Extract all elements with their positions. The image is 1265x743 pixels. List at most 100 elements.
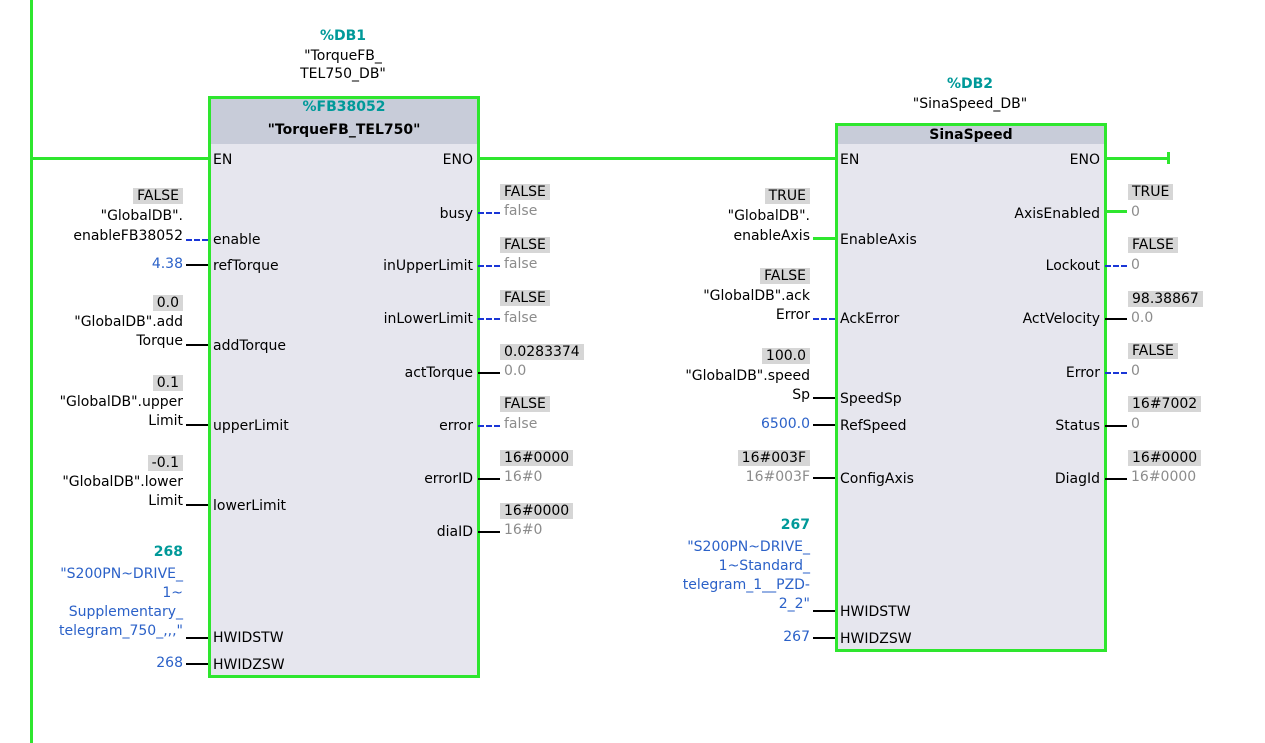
fb2-diagid-value: 16#0000 — [1128, 450, 1202, 466]
fb2-configaxis-wire — [813, 477, 835, 479]
fb2-lockout-value: FALSE — [1128, 237, 1178, 253]
fb2-hwidstw-tag-3[interactable]: telegram_1__PZD- — [682, 577, 810, 593]
fb1-lowerlimit-tag-2[interactable]: Limit — [148, 493, 183, 509]
fb2-db-name[interactable]: "SinaSpeed_DB" — [912, 96, 1028, 112]
fb2-enableaxis-tag-2[interactable]: enableAxis — [733, 228, 810, 244]
fb2-refspeed-value[interactable]: 6500.0 — [761, 416, 810, 432]
fb1-upperlimit-tag-2[interactable]: Limit — [148, 413, 183, 429]
fb1-busy-value: FALSE — [500, 184, 550, 200]
fb2-hwidzsw-pin[interactable]: HWIDZSW — [840, 631, 912, 647]
fb2-enableaxis-wire — [813, 237, 835, 240]
fb2-actvelocity-pin[interactable]: ActVelocity — [1022, 311, 1100, 327]
fb2-hwidstw-tag-4[interactable]: 2_2" — [778, 596, 810, 612]
fb1-db-name-line1[interactable]: "TorqueFB_ — [304, 48, 382, 64]
fb1-hwidstw-tag-1[interactable]: "S200PN~DRIVE_ — [60, 566, 183, 582]
fb1-enable-pin[interactable]: enable — [213, 232, 261, 248]
fb2-hwidstw-tag-2[interactable]: 1~Standard_ — [718, 558, 810, 574]
fb2-title: SinaSpeed — [838, 126, 1104, 144]
fb2-hwidzsw-value[interactable]: 267 — [783, 629, 810, 645]
fb2-ackerror-wire — [813, 318, 835, 320]
fb1-inupperlimit-value: FALSE — [500, 237, 550, 253]
fb2-configaxis-pin[interactable]: ConfigAxis — [840, 471, 914, 487]
fb2-status-wire — [1105, 425, 1127, 427]
fb2-actvelocity-wire — [1105, 318, 1127, 320]
fb1-inupperlimit-pin[interactable]: inUpperLimit — [383, 258, 473, 274]
fb1-inlowerlimit-value: FALSE — [500, 290, 550, 306]
fb2-axisenabled-pin[interactable]: AxisEnabled — [1014, 206, 1100, 222]
fb2-axisenabled-wire — [1105, 210, 1127, 213]
fb1-hwidstw-value[interactable]: 268 — [153, 544, 183, 560]
fb2-ackerror-value: FALSE — [760, 268, 810, 284]
fb2-error-pin[interactable]: Error — [1065, 365, 1100, 381]
fb1-block[interactable]: %FB38052 "TorqueFB_TEL750" — [208, 96, 480, 678]
fb1-hwidzsw-pin[interactable]: HWIDZSW — [213, 657, 285, 673]
fb1-db-name-line2[interactable]: TEL750_DB" — [300, 66, 386, 82]
power-rail — [30, 0, 33, 743]
fb1-title: "TorqueFB_TEL750" — [267, 122, 421, 138]
fb1-error-sub: false — [504, 416, 538, 432]
fb1-errorid-pin[interactable]: errorID — [424, 471, 473, 487]
fb1-addtorque-pin[interactable]: addTorque — [213, 338, 286, 354]
fb1-busy-sub: false — [504, 203, 538, 219]
fb1-hwidzsw-wire — [186, 663, 208, 665]
fb2-hwidstw-tag-1[interactable]: "S200PN~DRIVE_ — [687, 539, 810, 555]
fb2-ackerror-tag-1[interactable]: "GlobalDB".ack — [703, 288, 810, 304]
fb2-refspeed-pin[interactable]: RefSpeed — [840, 418, 907, 434]
fb1-hwidstw-pin[interactable]: HWIDSTW — [213, 630, 284, 646]
fb1-db-address[interactable]: %DB1 — [319, 28, 367, 44]
fb2-status-sub: 0 — [1131, 416, 1140, 432]
fb2-lockout-sub: 0 — [1131, 257, 1140, 273]
fb1-upperlimit-pin[interactable]: upperLimit — [213, 418, 289, 434]
fb2-lockout-wire — [1105, 265, 1127, 267]
fb1-en-pin[interactable]: EN — [213, 152, 233, 168]
fb2-actvelocity-sub: 0.0 — [1131, 310, 1154, 326]
fb2-en-pin[interactable]: EN — [840, 152, 860, 168]
fb1-inlowerlimit-pin[interactable]: inLowerLimit — [383, 311, 473, 327]
fb2-db-address[interactable]: %DB2 — [946, 76, 994, 92]
fb1-upperlimit-tag-1[interactable]: "GlobalDB".upper — [59, 394, 183, 410]
fb1-diaid-value: 16#0000 — [500, 503, 574, 519]
fb1-lowerlimit-pin[interactable]: lowerLimit — [213, 498, 286, 514]
fb2-refspeed-wire — [813, 424, 835, 426]
fb2-error-sub: 0 — [1131, 363, 1140, 379]
fb2-enableaxis-pin[interactable]: EnableAxis — [840, 232, 917, 248]
fb2-block[interactable]: SinaSpeed — [835, 123, 1107, 652]
fb2-eno-pin[interactable]: ENO — [1069, 152, 1100, 168]
fb1-acttorque-pin[interactable]: actTorque — [404, 365, 473, 381]
fb1-hwidzsw-value[interactable]: 268 — [156, 655, 183, 671]
fb2-speedsp-tag-2[interactable]: Sp — [792, 387, 810, 403]
fb1-reftorque-pin[interactable]: refTorque — [213, 258, 279, 274]
fb2-diagid-pin[interactable]: DiagId — [1054, 471, 1100, 487]
fb2-enableaxis-tag-1[interactable]: "GlobalDB". — [727, 208, 810, 224]
fb1-hwidstw-wire — [186, 637, 208, 639]
fb1-addtorque-tag-1[interactable]: "GlobalDB".add — [74, 314, 183, 330]
fb1-error-value: FALSE — [500, 396, 550, 412]
fb2-configaxis-value: 16#003F — [737, 450, 810, 466]
fb1-diaid-pin[interactable]: diaID — [436, 524, 473, 540]
fb2-enableaxis-value: TRUE — [764, 188, 810, 204]
fb2-status-pin[interactable]: Status — [1055, 418, 1100, 434]
fb1-reftorque-value[interactable]: 4.38 — [151, 256, 183, 272]
fb1-hwidstw-tag-4[interactable]: telegram_750_,,," — [59, 623, 183, 639]
fb1-eno-pin[interactable]: ENO — [442, 152, 473, 168]
fb2-speedsp-wire — [813, 397, 835, 399]
fb1-error-pin[interactable]: error — [439, 418, 473, 434]
fb1-hwidstw-tag-2[interactable]: 1~ — [162, 585, 183, 601]
fb1-inlowerlimit-sub: false — [504, 310, 538, 326]
fb1-lowerlimit-tag-1[interactable]: "GlobalDB".lower — [62, 474, 183, 490]
fb1-hwidstw-tag-3[interactable]: Supplementary_ — [68, 604, 183, 620]
fb1-lowerlimit-value: -0.1 — [147, 455, 183, 471]
fb1-enable-tag-1[interactable]: "GlobalDB". — [100, 208, 183, 224]
fb1-addtorque-tag-2[interactable]: Torque — [136, 333, 183, 349]
fb2-lockout-pin[interactable]: Lockout — [1045, 258, 1100, 274]
fb2-speedsp-pin[interactable]: SpeedSp — [840, 391, 902, 407]
fb2-hwidstw-value[interactable]: 267 — [780, 517, 810, 533]
fb2-ackerror-pin[interactable]: AckError — [840, 311, 900, 327]
fb1-inlowerlimit-wire — [478, 318, 500, 320]
fb2-ackerror-tag-2[interactable]: Error — [775, 307, 810, 323]
fb2-hwidstw-pin[interactable]: HWIDSTW — [840, 604, 911, 620]
fb1-acttorque-wire — [478, 372, 500, 374]
fb1-enable-tag-2[interactable]: enableFB38052 — [73, 228, 183, 244]
fb1-busy-pin[interactable]: busy — [439, 206, 473, 222]
fb2-speedsp-tag-1[interactable]: "GlobalDB".speed — [685, 368, 810, 384]
